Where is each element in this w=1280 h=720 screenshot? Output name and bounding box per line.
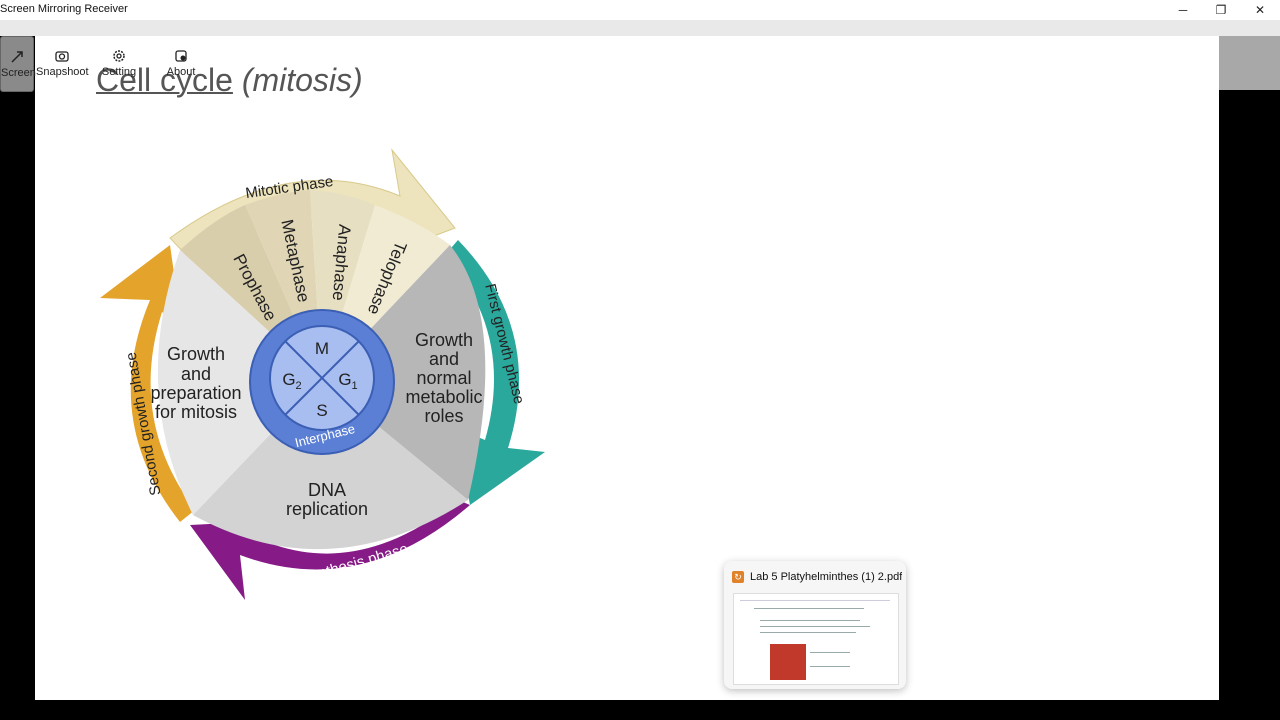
file-thumbnail[interactable] xyxy=(733,593,899,685)
slide-title-main: Cell cycle xyxy=(96,62,233,98)
toolbar-strip xyxy=(0,20,1280,36)
slide-title: Cell cycle (mitosis) xyxy=(96,62,363,99)
about-label: About xyxy=(166,66,196,78)
sector-g1 xyxy=(322,245,486,500)
about-button[interactable]: About xyxy=(162,36,200,90)
file-preview-popup[interactable]: ↻ Lab 5 Platyhelminthes (1) 2.pdf ... xyxy=(724,561,906,689)
label-s: S xyxy=(316,401,327,420)
mirrored-slide: Cell cycle (mitosis) Mitotic phase Proph… xyxy=(35,36,1219,700)
info-icon xyxy=(175,50,187,62)
camera-icon xyxy=(55,51,69,62)
growth-prep-line-2: and xyxy=(181,364,211,384)
label-g2: G2 xyxy=(282,370,301,392)
label-growth-normal: Growth and normal metabolic roles xyxy=(405,330,482,426)
growth-normal-line-2: and xyxy=(429,349,459,369)
label-g1: G1 xyxy=(338,370,357,392)
dna-line-2: replication xyxy=(286,499,368,519)
close-button[interactable]: ✕ xyxy=(1254,3,1266,17)
dna-line-1: DNA xyxy=(308,480,346,500)
label-dna-replication: DNA replication xyxy=(286,480,368,519)
sector-s xyxy=(193,380,468,550)
thumbnail-image xyxy=(770,644,806,680)
screen-button[interactable]: Screen xyxy=(0,36,36,92)
snapshoot-button[interactable]: Snapshoot xyxy=(36,36,89,90)
maximize-button[interactable]: ❐ xyxy=(1215,3,1227,17)
setting-button[interactable]: Setting xyxy=(100,36,138,90)
divider-line-2 xyxy=(284,340,360,416)
growth-prep-line-4: for mitosis xyxy=(155,402,237,422)
growth-normal-line-4: metabolic xyxy=(405,387,482,407)
gear-icon xyxy=(113,50,125,62)
growth-normal-line-1: Growth xyxy=(415,330,473,350)
expand-icon xyxy=(11,51,23,63)
growth-prep-line-1: Growth xyxy=(167,344,225,364)
cell-cycle-diagram: Mitotic phase Prophase Metaphase Anaphas… xyxy=(100,148,545,600)
side-panel xyxy=(1219,36,1280,90)
window-title: Screen Mirroring Receiver xyxy=(0,3,128,15)
title-bar: Screen Mirroring Receiver ─ ❐ ✕ xyxy=(0,0,1280,20)
slide-title-paren: (mitosis) xyxy=(241,62,363,98)
pdf-app-icon: ↻ xyxy=(732,571,744,584)
minimize-button[interactable]: ─ xyxy=(1178,3,1188,17)
label-m: M xyxy=(315,339,329,358)
screen-label: Screen xyxy=(1,67,36,79)
popup-filename: Lab 5 Platyhelminthes (1) 2.pdf ... xyxy=(750,571,902,583)
popup-header: ↻ Lab 5 Platyhelminthes (1) 2.pdf ... xyxy=(732,571,902,584)
growth-normal-line-3: normal xyxy=(416,368,471,388)
label-growth-prep: Growth and preparation for mitosis xyxy=(150,344,241,422)
sector-g2 xyxy=(157,250,322,515)
growth-prep-line-3: preparation xyxy=(150,383,241,403)
growth-normal-line-5: roles xyxy=(424,406,463,426)
snapshoot-label: Snapshoot xyxy=(36,66,89,78)
setting-label: Setting xyxy=(101,66,137,78)
